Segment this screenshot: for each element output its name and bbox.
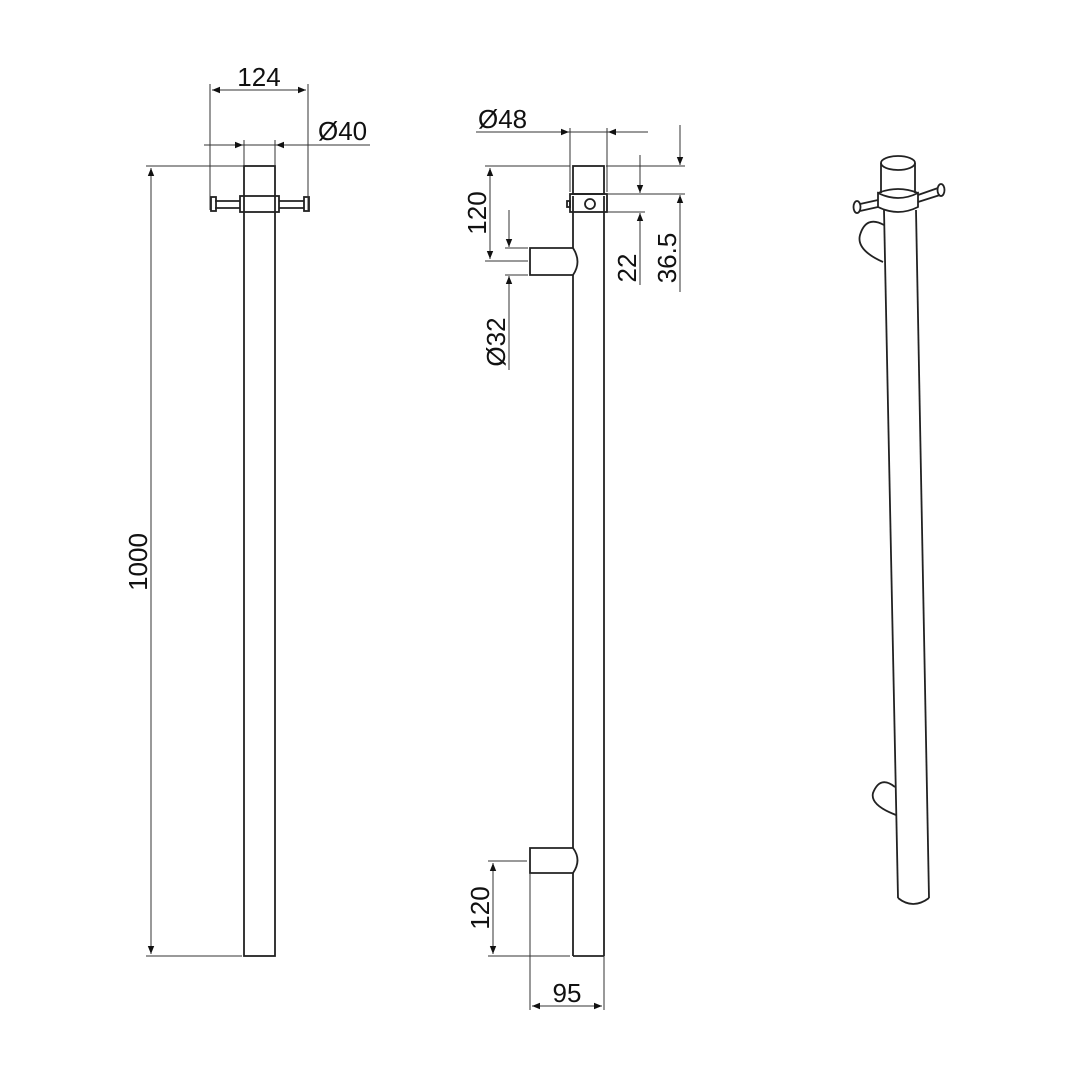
front-pin-right xyxy=(303,196,310,212)
dim-collar-diameter: Ø48 xyxy=(478,104,527,134)
side-collar-pin xyxy=(584,198,596,210)
iso-cap xyxy=(880,155,916,171)
dim-overall-height: 1000 xyxy=(123,533,153,591)
side-top-bracket xyxy=(529,247,579,276)
dim-bottom-bracket-offset: 120 xyxy=(465,886,495,929)
dim-top-to-collar: 36.5 xyxy=(652,233,682,284)
dim-collar-height: 22 xyxy=(612,254,642,283)
dim-wall-projection: 95 xyxy=(553,978,582,1008)
iso-collar xyxy=(877,191,919,213)
isometric-view xyxy=(852,155,946,905)
side-tube-top xyxy=(572,165,605,195)
dim-top-bracket-offset: 120 xyxy=(462,191,492,234)
iso-pin-right xyxy=(936,183,946,197)
front-tube xyxy=(243,165,276,957)
front-collar xyxy=(239,195,280,213)
dim-tube-diameter: Ø40 xyxy=(318,116,367,146)
front-pin-left xyxy=(210,196,217,212)
side-bottom-bracket xyxy=(529,847,579,874)
side-view: Ø48 120 Ø32 22 36.5 120 95 xyxy=(462,104,685,1010)
front-view: 124 Ø40 1000 xyxy=(123,62,370,957)
dim-bracket-diameter: Ø32 xyxy=(481,317,511,366)
iso-top-bracket xyxy=(858,220,885,263)
iso-bottom-bracket xyxy=(871,781,897,816)
dim-overall-width: 124 xyxy=(237,62,280,92)
iso-pin-left xyxy=(852,200,862,214)
